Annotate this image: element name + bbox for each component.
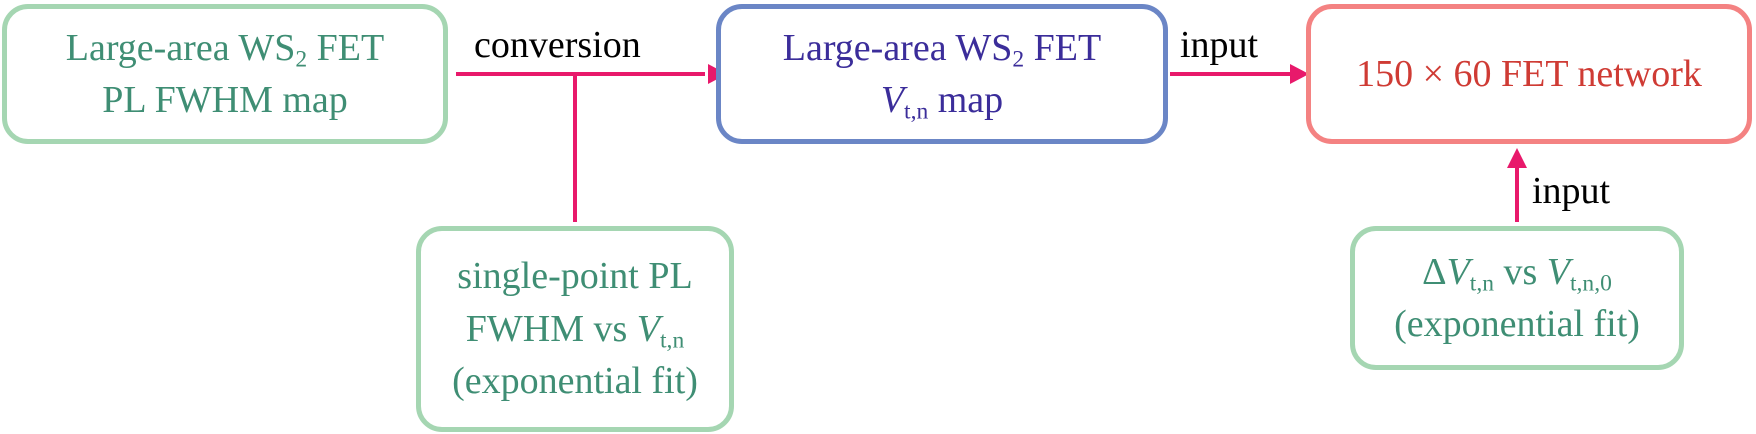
pl-fwhm-map-node: Large-area WS2 FET PL FWHM map xyxy=(2,4,448,144)
input-arrowhead-top xyxy=(1290,64,1309,84)
input-arrowhead-right xyxy=(1507,148,1527,168)
input-label-top: input xyxy=(1180,24,1259,66)
single-point-fit-node: single-point PL FWHM vs Vt,n (exponentia… xyxy=(416,226,734,432)
delta-fit-line1: ΔVt,n vs Vt,n,0 xyxy=(1422,250,1612,297)
vt-map-title: Large-area WS2 FET xyxy=(782,26,1102,73)
network-title: 150 × 60 FET network xyxy=(1356,52,1702,95)
single-point-line3: (exponential fit) xyxy=(452,360,698,403)
pl-map-subtitle: PL FWHM map xyxy=(102,79,348,121)
delta-vt-fit-node: ΔVt,n vs Vt,n,0 (exponential fit) xyxy=(1350,226,1684,370)
single-point-line1: single-point PL xyxy=(457,255,693,298)
input-label-right: input xyxy=(1532,170,1611,212)
single-point-line2: FWHM vs Vt,n xyxy=(465,307,685,354)
vt-map-subtitle: Vt,n map xyxy=(880,79,1004,125)
fet-network-node: 150 × 60 FET network xyxy=(1306,4,1752,144)
conversion-label: conversion xyxy=(474,24,641,66)
vt-map-node: Large-area WS2 FET Vt,n map xyxy=(716,4,1168,144)
delta-fit-line2: (exponential fit) xyxy=(1394,303,1640,345)
pl-map-title: Large-area WS2 FET xyxy=(65,26,385,73)
